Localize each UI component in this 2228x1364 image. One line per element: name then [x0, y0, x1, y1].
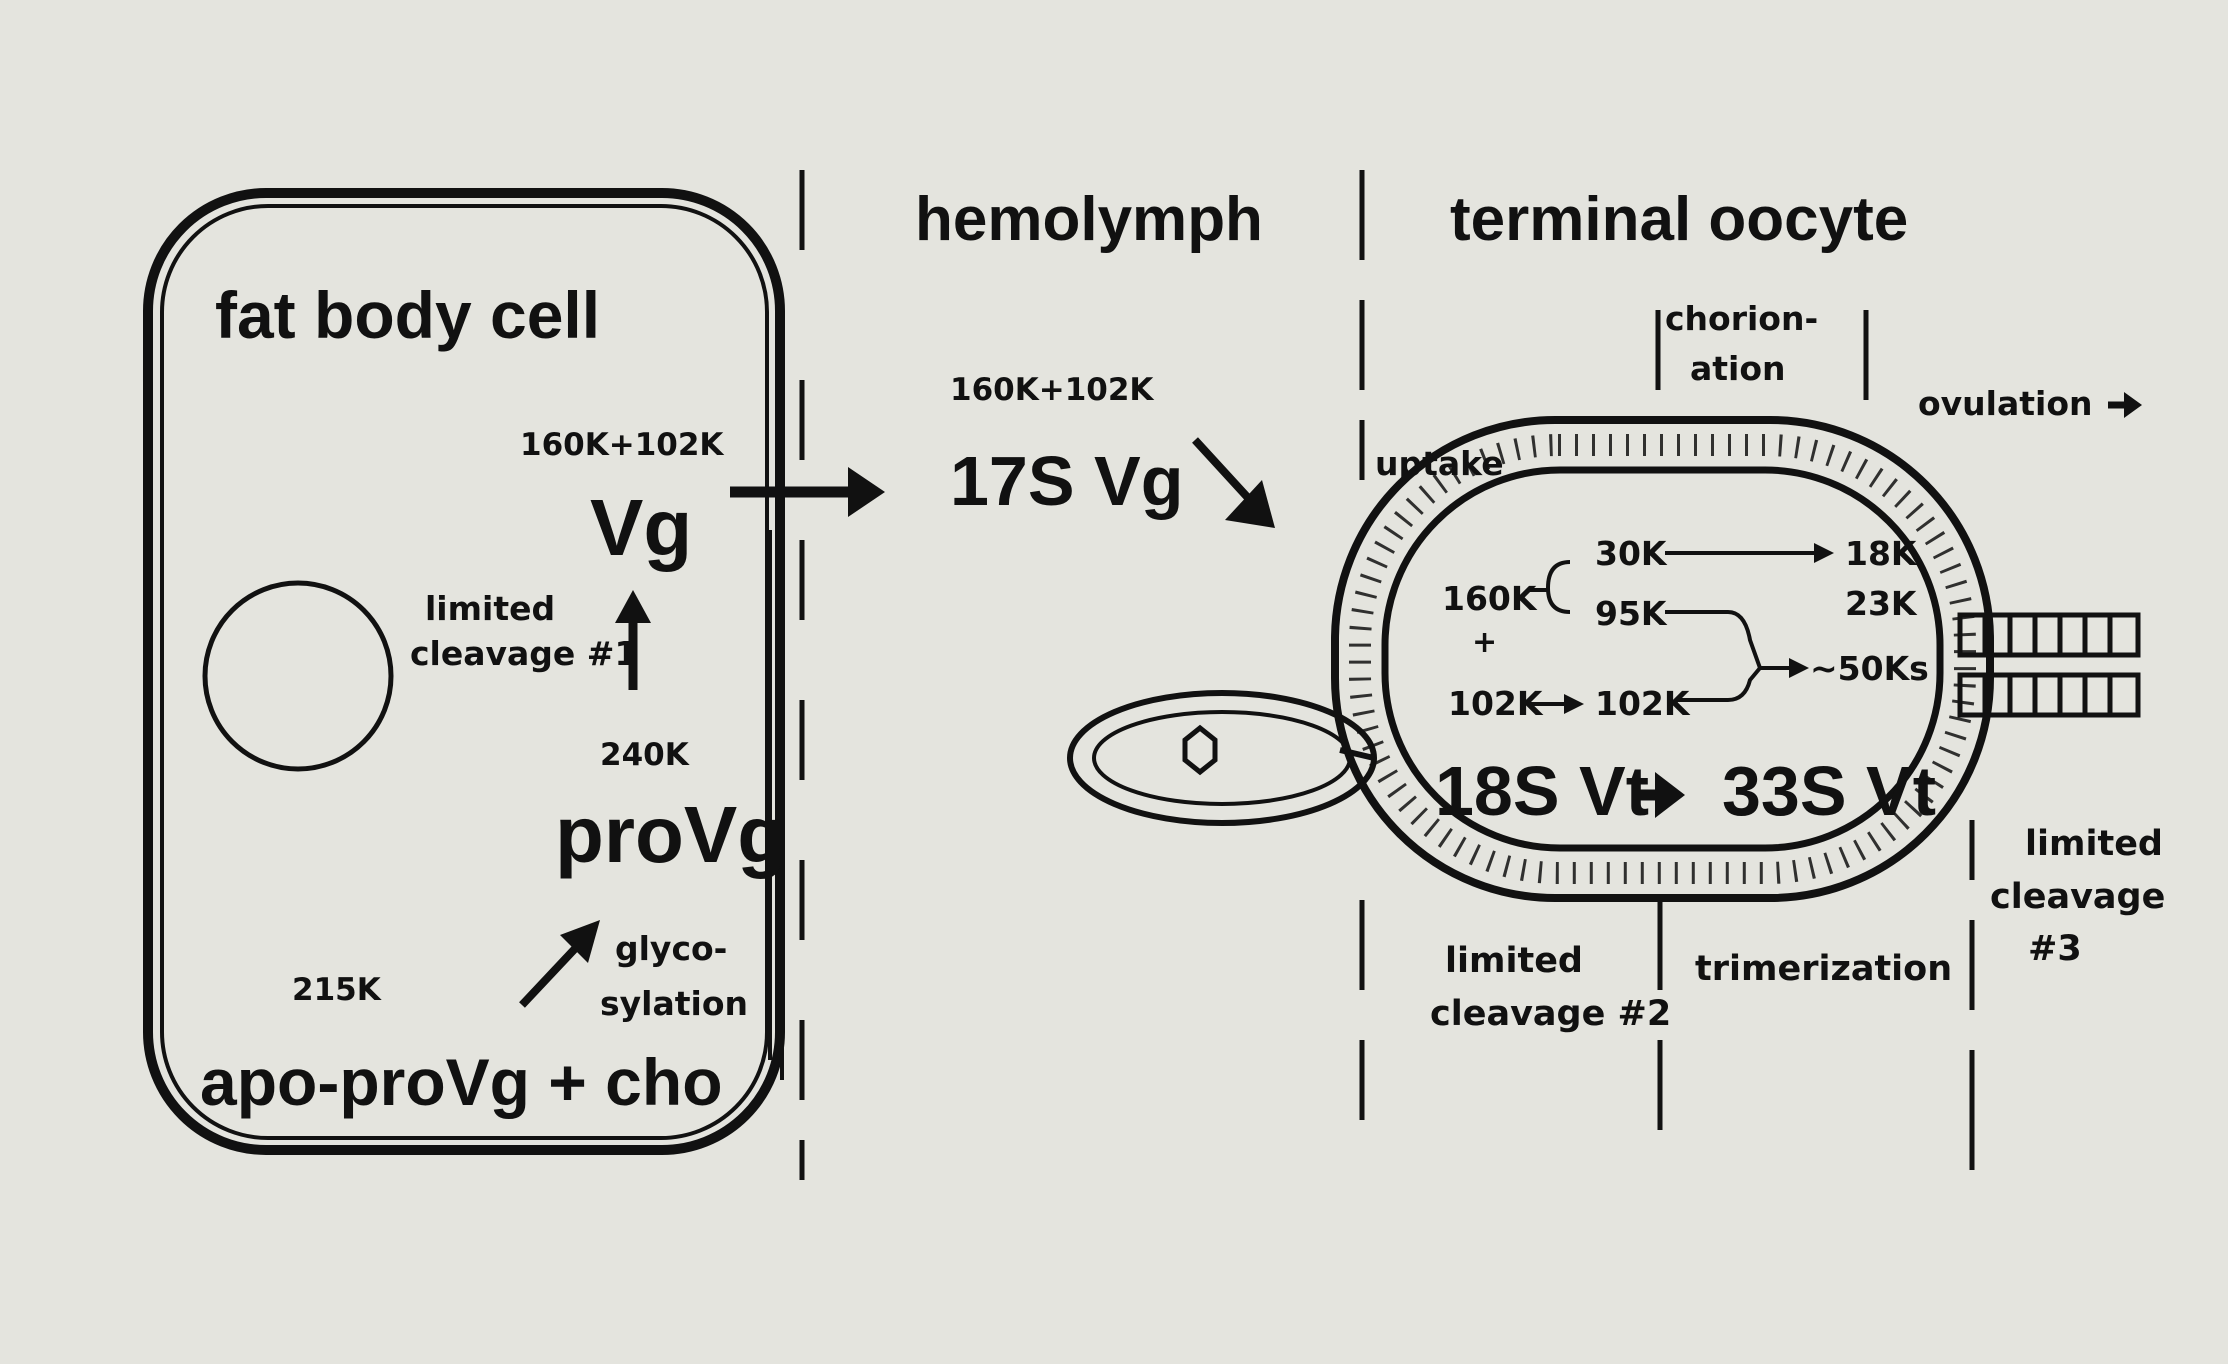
- bracket-160k: [1545, 560, 1571, 614]
- provg-label: proVg: [555, 790, 786, 879]
- fat-body-cell-inner-wall: [160, 204, 769, 1140]
- apo-provg-label: apo-proVg + cho: [200, 1045, 723, 1119]
- limited-cleavage-3-line1: limited: [2025, 824, 2163, 864]
- limited-cleavage-3-line3: #3: [2028, 929, 2082, 969]
- up-arrow-icon: [615, 590, 651, 690]
- p18-label: 18K: [1845, 534, 1918, 573]
- follicle-inner-wall: [1381, 466, 1944, 852]
- p30-label: 30K: [1595, 534, 1668, 573]
- chorionation-line2: ation: [1690, 349, 1786, 388]
- section-dividers: [799, 170, 1975, 1180]
- vg-weights-label: 160K+102K: [520, 427, 724, 463]
- ovulation-arrow-icon: [2108, 392, 2142, 418]
- p23-label: 23K: [1845, 584, 1918, 623]
- trimerization-label: trimerization: [1695, 949, 1952, 989]
- uptake-arrow-icon: [1192, 437, 1275, 528]
- previous-follicle: [1067, 690, 1377, 826]
- divider-chorionation-left: [1655, 310, 1663, 1130]
- membrane-pores: [768, 510, 784, 1080]
- vg-label: Vg: [590, 483, 692, 572]
- diagonal-up-arrow-icon: [519, 920, 600, 1008]
- oviduct-cells: [1957, 612, 2141, 718]
- vt33s-label: 33S Vt: [1722, 752, 1936, 830]
- apo-weight-label: 215K: [292, 972, 382, 1008]
- ovulation-label: ovulation: [1918, 384, 2093, 423]
- secretion-arrow-icon: [730, 467, 885, 517]
- provg-weight-label: 240K: [600, 737, 690, 773]
- glycosylation-line1: glyco-: [615, 929, 727, 968]
- path-95k: [1665, 610, 1762, 669]
- p95-label: 95K: [1595, 594, 1668, 633]
- vg17s-label: 17S Vg: [950, 442, 1183, 520]
- p50-label: ~50Ks: [1810, 649, 1929, 688]
- nucleus: [202, 580, 394, 772]
- follicle-outer-wall: [1331, 416, 1994, 902]
- limited-cleavage-1-line2: cleavage #1: [410, 634, 637, 673]
- vt18s-label: 18S Vt: [1435, 752, 1649, 830]
- glycosylation-line2: sylation: [600, 984, 748, 1023]
- terminal-oocyte-header: terminal oocyte: [1450, 185, 1908, 254]
- trimerization-arrow-icon: [1635, 772, 1685, 818]
- follicle-nucleus: [1182, 724, 1218, 776]
- path-102k: [1675, 666, 1762, 702]
- p160-plus: +: [1472, 625, 1497, 660]
- hemolymph-header: hemolymph: [915, 185, 1263, 254]
- p102b-label: 102K: [1595, 684, 1691, 723]
- limited-cleavage-3-line2: cleavage: [1990, 877, 2165, 917]
- chorionation-line1: chorion-: [1665, 299, 1818, 338]
- terminal-oocyte: [1331, 416, 1994, 902]
- limited-cleavage-1-line1: limited: [425, 589, 555, 628]
- follicle-cell-band: [1349, 434, 1976, 884]
- p160-label: 160K: [1442, 579, 1538, 618]
- limited-cleavage-2-line2: cleavage #2: [1430, 994, 1671, 1034]
- cleavage-schema-arrows: [1528, 543, 1834, 714]
- hemolymph-vg-weights: 160K+102K: [950, 372, 1154, 408]
- fat-body-cell-title: fat body cell: [215, 278, 600, 352]
- p102-label: 102K: [1448, 684, 1544, 723]
- limited-cleavage-2-line1: limited: [1445, 941, 1583, 981]
